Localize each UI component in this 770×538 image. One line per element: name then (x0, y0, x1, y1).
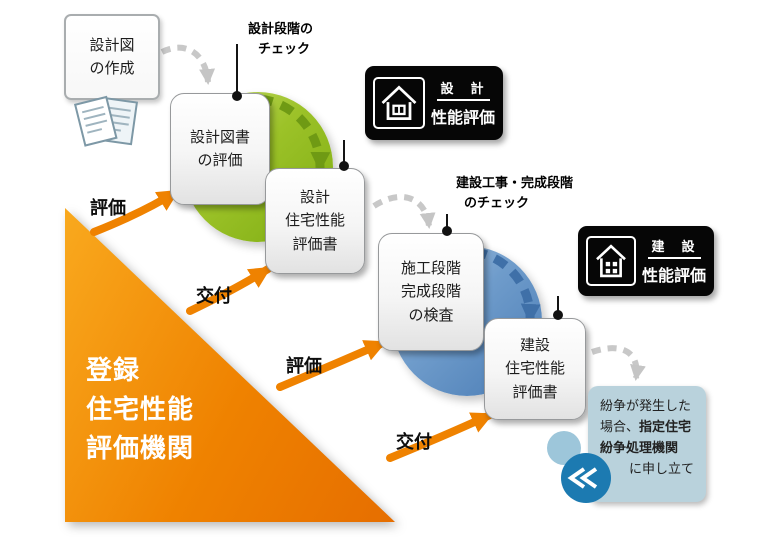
box-construction-inspection-text: 施工段階 (400, 259, 461, 278)
callout-construction-check-dot (442, 226, 452, 236)
box-design-doc-evaluation-text: 設計図書 (189, 127, 250, 146)
box-construction-inspection-text: 完成段階 (400, 282, 461, 301)
callout-design-check-connector (236, 44, 238, 92)
callout-construction-check-connector (446, 214, 448, 227)
building-icon (586, 236, 636, 286)
callout-design-check: 設計段階の チェック (248, 20, 313, 59)
evaluation-org-line: 登録 (86, 356, 141, 386)
design-badge-connector (343, 140, 345, 162)
callout-design-check-dot (232, 91, 242, 101)
documents-icon (73, 95, 139, 147)
construction-badge-subtitle: 性能評価 (642, 266, 707, 285)
dispute-note: 紛争が発生した 場合、指定住宅 紛争処理機関 に申し立て (588, 386, 706, 502)
dispute-note-line: 紛争処理機関 (600, 441, 679, 457)
construction-badge-title: 建 設 (647, 236, 701, 259)
box-design-draft-text: 設計図 (89, 35, 135, 54)
design-badge-subtitle: 性能評価 (431, 108, 496, 127)
box-construction-performance-report-text: 評価書 (512, 382, 558, 401)
box-design-draft-text: の作成 (89, 59, 135, 77)
box-construction-inspection-text: の検査 (408, 305, 454, 324)
construction-performance-badge: 建 設 性能評価 (578, 226, 715, 296)
box-construction-performance-report-text: 住宅性能 (504, 359, 565, 378)
box-design-performance-report-text: 住宅性能 (284, 211, 345, 230)
callout-construction-check-text: のチェック (464, 195, 530, 211)
callout-design-check-text: チェック (258, 41, 311, 57)
dispute-note-line: 場合、指定住宅 (600, 420, 692, 436)
arrow-constructionreport-to-dispute (591, 345, 646, 381)
callout-construction-check-text: 建設工事・完成段階 (456, 176, 574, 191)
box-design-doc-evaluation-text: の評価 (197, 151, 243, 169)
box-design-performance-report: 設計 住宅性能 評価書 (265, 168, 365, 274)
box-design-performance-report-text: 設計 (299, 188, 330, 207)
box-construction-inspection: 施工段階 完成段階 の検査 (378, 233, 484, 351)
flow-label-issue-design: 交付 (196, 286, 232, 307)
evaluation-org-label: 登録 住宅性能 評価機関 (86, 352, 194, 469)
box-design-draft: 設計図 の作成 (64, 14, 160, 100)
callout-construction-check: 建設工事・完成段階 のチェック (456, 174, 573, 213)
flow-label-evaluate-design: 評価 (90, 198, 126, 219)
dispute-chevron (567, 467, 586, 489)
box-design-doc-evaluation: 設計図書 の評価 (170, 93, 270, 205)
design-badge-title: 設 計 (436, 78, 490, 101)
design-badge-dot (339, 161, 349, 171)
dispute-circle-light (547, 431, 581, 465)
flow-label-issue-construction: 交付 (396, 432, 432, 453)
evaluation-org-line: 評価機関 (86, 434, 195, 464)
construction-performance-badge-texts: 建 設 性能評価 (642, 236, 706, 286)
dispute-note-line: 紛争が発生した (600, 399, 692, 414)
flow-label-evaluate-construction: 評価 (286, 356, 322, 377)
design-performance-badge-texts: 設 計 性能評価 (431, 78, 495, 128)
box-construction-performance-report-text: 建設 (519, 336, 550, 355)
box-construction-performance-report: 建設 住宅性能 評価書 (484, 318, 586, 420)
box-design-performance-report-text: 評価書 (292, 234, 338, 253)
design-performance-badge: 設 計 性能評価 (365, 66, 504, 140)
callout-design-check-text: 設計段階の (248, 22, 314, 37)
construction-badge-connector (557, 296, 559, 311)
construction-badge-dot (553, 310, 563, 320)
arrow-draft-to-evaluation (160, 44, 216, 85)
house-icon (373, 77, 425, 129)
dispute-note-line: に申し立て (628, 462, 694, 478)
evaluation-org-line: 住宅性能 (86, 395, 195, 425)
